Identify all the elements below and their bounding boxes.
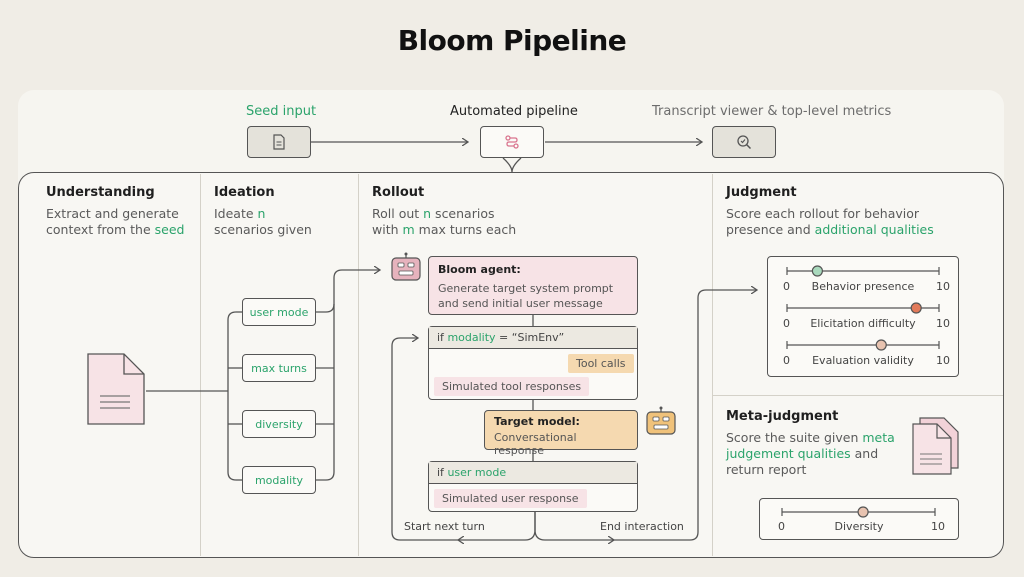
slider-marker [811, 265, 824, 277]
page-title: Bloom Pipeline [397, 24, 627, 57]
judgment-metric-labels: 0 Behavior presence 10 0 Elicitation dif… [767, 256, 959, 377]
slider-marker [857, 506, 869, 518]
metric-min: 0 [778, 520, 785, 533]
modality-condition: if modality = “SimEnv” [429, 327, 637, 349]
simulated-user-response-tag: Simulated user response [434, 489, 587, 508]
automated-pipeline-box [480, 126, 544, 158]
automated-pipeline-label: Automated pipeline [450, 104, 578, 119]
ideation-heading: Ideation [214, 185, 275, 200]
divider [200, 174, 201, 556]
diversity-pill: diversity [242, 410, 316, 438]
bloom-agent-card: Bloom agent: Generate target system prom… [428, 256, 638, 315]
metric-max: 10 [936, 354, 950, 367]
meta-metric-card [759, 498, 959, 540]
seed-input-label: Seed input [246, 104, 317, 119]
modality-pill: modality [242, 466, 316, 494]
meta-slider [781, 506, 936, 518]
metric-min: 0 [783, 354, 790, 367]
understanding-heading: Understanding [46, 185, 155, 200]
metric-label: Behavior presence [811, 280, 915, 293]
report-documents-icon [912, 417, 959, 475]
bloom-agent-line: Generate target system prompt [438, 282, 614, 295]
bloom-agent-robot-icon [391, 252, 421, 281]
understanding-description: Extract and generate context from the se… [46, 206, 185, 237]
divider [358, 174, 359, 556]
transcript-viewer-box [712, 126, 776, 158]
meta-judgment-description: Score the suite given meta judgement qua… [726, 430, 895, 477]
pipeline-icon [505, 135, 519, 149]
transcript-viewer-label: Transcript viewer & top-level metrics [652, 104, 892, 119]
max-turns-pill: max turns [242, 354, 316, 382]
rollout-description: Roll out n scenarios with m max turns ea… [372, 206, 517, 237]
user-mode-condition: if user mode [429, 462, 637, 484]
simulated-tool-responses-tag: Simulated tool responses [434, 377, 590, 396]
bloom-agent-line: and send initial user message [438, 297, 603, 310]
target-model-title: Target model: [494, 415, 580, 428]
judgment-heading: Judgment [726, 185, 797, 200]
seed-document-icon [87, 353, 145, 425]
metric-max: 10 [936, 280, 950, 293]
metric-label: Diversity [834, 520, 884, 533]
bloom-agent-title: Bloom agent: [438, 263, 521, 276]
divider [713, 395, 1003, 396]
metric-min: 0 [783, 280, 790, 293]
seed-input-box [247, 126, 311, 158]
judgment-sliders [786, 265, 940, 351]
judgment-description: Score each rollout for behavior presence… [726, 206, 934, 237]
metric-label: Elicitation difficulty [810, 317, 916, 330]
target-model-robot-icon [646, 406, 676, 435]
document-icon [273, 134, 285, 150]
tool-calls-tag: Tool calls [568, 354, 634, 373]
metric-label: Evaluation validity [812, 354, 914, 367]
end-interaction-label: End interaction [600, 520, 684, 533]
start-next-turn-label: Start next turn [404, 520, 485, 533]
metric-min: 0 [783, 317, 790, 330]
target-model-card: Target model: Conversational response [484, 410, 638, 457]
magnifier-icon [737, 135, 752, 150]
user-mode-pill: user mode [242, 298, 316, 326]
target-model-line: Conversational response [494, 431, 577, 457]
judgment-metrics-card [767, 256, 959, 377]
meta-judgment-heading: Meta-judgment [726, 409, 839, 424]
metric-max: 10 [936, 317, 950, 330]
slider-marker [910, 302, 922, 314]
slider-marker [875, 339, 887, 351]
meta-metric-labels: 0 Diversity 10 [759, 498, 959, 540]
divider [712, 174, 713, 556]
ideation-description: Ideate n scenarios given [214, 206, 312, 237]
rollout-heading: Rollout [372, 185, 425, 200]
metric-max: 10 [931, 520, 945, 533]
